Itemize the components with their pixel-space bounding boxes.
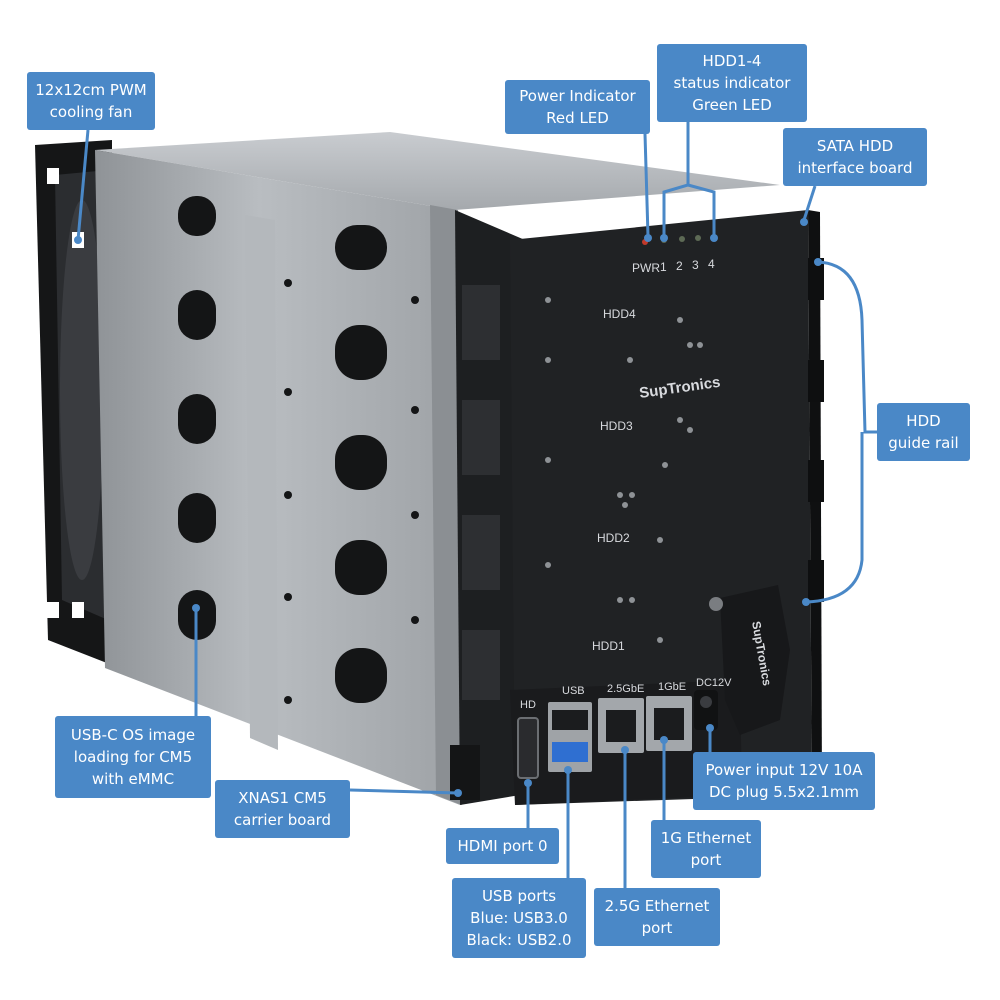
port-label-dc12v: DC12V bbox=[696, 677, 732, 689]
callout-1g-ethernet: 1G Ethernet port bbox=[651, 820, 761, 878]
led-label-3: 3 bbox=[692, 258, 699, 272]
led-label-4: 4 bbox=[708, 257, 715, 271]
callout-usb-ports: USB ports Blue: USB3.0 Black: USB2.0 bbox=[452, 878, 586, 958]
callout-cooling-fan: 12x12cm PWM cooling fan bbox=[27, 72, 155, 130]
callout-usb-c-os-loading: USB-C OS image loading for CM5 with eMMC bbox=[55, 716, 211, 798]
callout-power-indicator: Power Indicator Red LED bbox=[505, 80, 650, 134]
slot-label-hdd2: HDD2 bbox=[597, 531, 630, 545]
cooling-fan bbox=[35, 140, 112, 665]
slot-label-hdd4: HDD4 bbox=[603, 307, 636, 321]
led-label-1: 1 bbox=[660, 260, 667, 274]
callout-hdmi-port: HDMI port 0 bbox=[446, 828, 559, 864]
slot-label-hdd3: HDD3 bbox=[600, 419, 633, 433]
dc-power-jack bbox=[694, 690, 718, 730]
callout-hdd-guide-rail: HDD guide rail bbox=[877, 403, 970, 461]
drive-trays bbox=[450, 210, 525, 805]
hdmi-port bbox=[517, 717, 539, 779]
cage-side-panel bbox=[95, 150, 462, 805]
led-label-pwr: PWR bbox=[632, 261, 660, 275]
cage-top bbox=[95, 132, 780, 210]
ethernet-1g-port bbox=[646, 696, 692, 751]
port-label-1gbe: 1GbE bbox=[658, 681, 686, 693]
callout-power-input: Power input 12V 10A DC plug 5.5x2.1mm bbox=[693, 752, 875, 810]
port-label-2-5gbe: 2.5GbE bbox=[607, 683, 644, 695]
callout-2-5g-ethernet: 2.5G Ethernet port bbox=[594, 888, 720, 946]
callout-hdd-status-indicator: HDD1-4 status indicator Green LED bbox=[657, 44, 807, 122]
port-label-hd: HD bbox=[520, 699, 536, 711]
usb-ports bbox=[548, 702, 592, 772]
slot-label-hdd1: HDD1 bbox=[592, 639, 625, 653]
leader-dots bbox=[74, 218, 822, 797]
led-label-2: 2 bbox=[676, 259, 683, 273]
port-label-usb: USB bbox=[562, 685, 585, 697]
ethernet-2-5g-port bbox=[598, 698, 644, 753]
callout-sata-interface-board: SATA HDD interface board bbox=[783, 128, 927, 186]
callout-carrier-board: XNAS1 CM5 carrier board bbox=[215, 780, 350, 838]
side-bracket bbox=[720, 585, 790, 735]
